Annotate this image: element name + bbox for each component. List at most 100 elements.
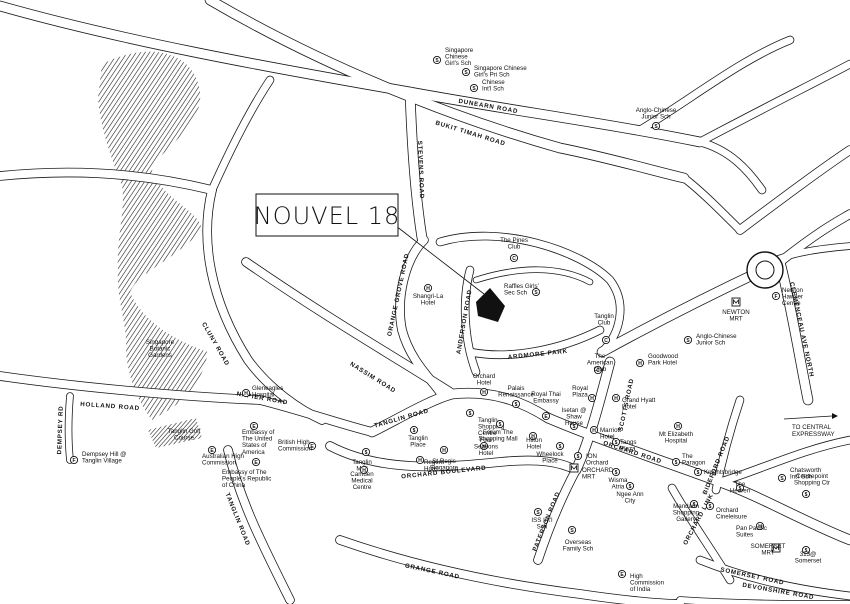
poi-label-tanglin-mall-0: Tanglin — [352, 459, 372, 466]
hotel-icon: H — [755, 521, 765, 531]
svg-text:S: S — [570, 528, 574, 534]
poi-label-somerset-mrt-1: MRT — [761, 550, 775, 557]
road-tanglin-lower — [224, 446, 294, 604]
poi-label-gleneagles-1: Hospital — [252, 392, 274, 399]
nouvel-18-site-marker[interactable] — [476, 288, 505, 322]
poi-label-anglo-chinese-junior-top-1: Junior Sch — [641, 114, 671, 121]
svg-text:$: $ — [675, 460, 678, 466]
hospital-icon: H — [359, 465, 369, 475]
shopping-icon: $ — [693, 467, 703, 477]
shopping-icon: $ — [409, 425, 419, 435]
poi-label-high-comm-india-1: Commission — [630, 580, 665, 587]
mrt-icon — [771, 543, 781, 553]
svg-text:S: S — [472, 86, 476, 92]
poi-label-palais-1: Renaissance — [498, 392, 534, 399]
road-far-west-link — [0, 168, 216, 194]
poi-label-chatsworth-1: Int'l Sch — [790, 474, 812, 481]
poi-label-isetan-2: House — [565, 420, 583, 427]
road-cluny — [203, 186, 326, 424]
poi-label-british-hc-1: Commission — [278, 446, 313, 453]
svg-text:E: E — [254, 460, 258, 466]
shopping-icon: $ — [671, 457, 681, 467]
poi-313-somerset[interactable]: $313@Somerset — [795, 545, 822, 565]
poi-label-313-somerset-1: Somerset — [795, 558, 822, 565]
road-holland — [0, 372, 264, 404]
poi-label-american-club-0: The — [595, 353, 606, 360]
poi-label-palais-0: Palais — [508, 385, 525, 392]
school-icon: S — [432, 55, 442, 65]
logo-text: NOUVEL 18 — [254, 202, 401, 230]
road-label-dempsey: DEMPSEY RD — [56, 405, 65, 454]
poi-label-tangs-0: Tangs — [620, 439, 637, 446]
poi-label-heeren-1: Heeren — [730, 488, 751, 495]
shopping-icon: $ — [361, 447, 371, 457]
nouvel-18-logo[interactable]: NOUVEL 18 — [254, 193, 401, 237]
school-icon: S — [533, 507, 543, 517]
road-top-east-2 — [696, 60, 850, 146]
poi-label-somerset-mrt-0: SOMERSET — [751, 543, 786, 550]
poi-label-tanglin-place-1: Place — [410, 442, 426, 449]
poi-label-tanglin-golf-0: Tanglin Golf — [168, 428, 201, 435]
poi-label-anglo-chinese-junior-1: Junior Sch — [696, 340, 726, 347]
embassy-icon: E — [249, 421, 259, 431]
poi-label-marriott-1: Hotel — [600, 434, 614, 441]
school-icon: S — [651, 121, 661, 131]
poi-label-paragon-1: Paragon — [682, 460, 706, 467]
poi-knightsbridge[interactable]: $Knightsbridge — [693, 467, 742, 477]
